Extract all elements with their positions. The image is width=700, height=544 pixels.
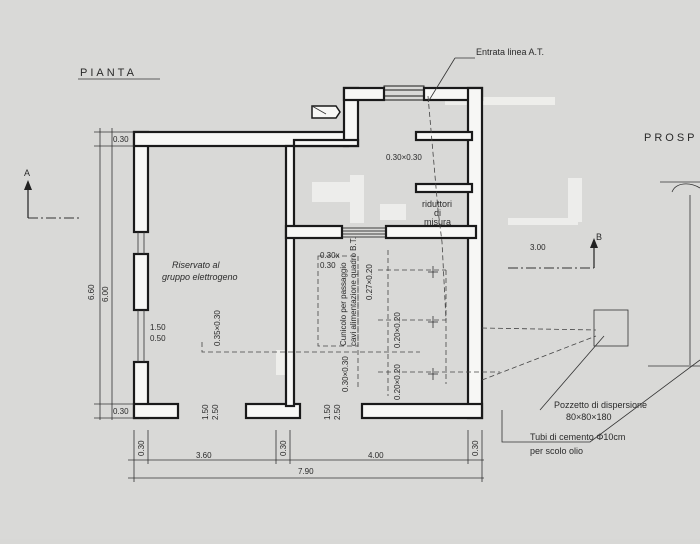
wall-bottom-left [132, 402, 180, 420]
wall-partition-horizontal-left [284, 224, 344, 240]
door-frame-b [341, 233, 387, 238]
section-a-label: A [24, 168, 30, 178]
dim-600: 6.00 [101, 286, 110, 302]
dim-bottom-360: 3.60 [196, 451, 212, 460]
cunicolo-label-1: Cunicolo per passaggio [339, 262, 348, 346]
pozzetto-leader [539, 335, 605, 411]
dim-150-c: 1.50 [323, 404, 332, 420]
cunicolo-label-2: cavi alimentazione quadro B.T. [349, 237, 358, 346]
shelf-1 [414, 130, 474, 142]
dim-bottom-030-2: 0.30 [279, 440, 288, 456]
dim-bottom-790: 7.90 [298, 467, 314, 476]
entrata-leader-line [427, 57, 456, 103]
wall-bottom-right [360, 402, 484, 420]
tubi-label-2: per scolo olio [530, 446, 583, 456]
trench-outlines [201, 250, 597, 396]
elevation-title: PROSP [644, 132, 698, 144]
entrata-label: Entrata linea A.T. [476, 47, 544, 57]
wall-tower-top-left [342, 86, 386, 102]
pozzetto-label: Pozzetto di dispersione [554, 400, 647, 410]
section-a-marker: A [24, 168, 80, 219]
shelf-2 [414, 182, 474, 194]
plan-title: PIANTA [80, 67, 137, 79]
riduttori-label-2: di [434, 208, 441, 218]
dim-030-vert: 0.30×0.30 [341, 356, 350, 392]
dim-150-b: 1.50 [201, 404, 210, 420]
left-dimension-lines [94, 128, 134, 420]
wall-stub-top [292, 138, 360, 148]
dim-250-c: 2.50 [333, 404, 342, 420]
dim-bottom-030-1: 0.30 [137, 440, 146, 456]
bottom-dimension-lines [128, 430, 484, 482]
dim-bottom-400: 4.00 [368, 451, 384, 460]
dim-300-right: 3.00 [530, 243, 546, 252]
riduttori-label-3: misura [424, 217, 451, 227]
dim-030x-a: 0.30x [320, 251, 340, 260]
dim-030-top: 0.30 [113, 135, 129, 144]
dim-660: 6.60 [87, 284, 96, 300]
dim-035x030: 0.35×0.30 [213, 310, 222, 346]
dim-020x020-a: 0.20×0.20 [393, 312, 402, 348]
elevation-fragment [648, 181, 700, 367]
dim-050: 0.50 [150, 334, 166, 343]
left-window-lines [137, 232, 145, 362]
riservato-label-2: gruppo elettrogeno [162, 272, 238, 282]
entry-arrow-icon [311, 105, 341, 119]
wall-partition-horizontal-right [384, 224, 478, 240]
pozzetto-box [593, 309, 629, 347]
dim-030x030-top: 0.30×0.30 [386, 153, 422, 162]
section-b-marker: B 3.00 [508, 232, 602, 269]
dim-030-bot: 0.30 [113, 407, 129, 416]
dim-027x020: 0.27×0.20 [365, 264, 374, 300]
wall-left-mid [132, 252, 150, 312]
dim-150: 1.50 [150, 323, 166, 332]
section-b-label: B [596, 232, 602, 242]
dim-020x020-b: 0.20×0.20 [393, 364, 402, 400]
cable-trench-dashed [427, 95, 447, 321]
entrance-frame-inner [383, 95, 425, 101]
pozzetto-size: 80×80×180 [566, 412, 612, 422]
wall-partition-vertical [284, 144, 296, 408]
wall-bottom-mid [244, 402, 302, 420]
dim-250-b: 2.50 [211, 404, 220, 420]
building-walls [132, 85, 484, 420]
dim-bottom-030-3: 0.30 [471, 440, 480, 456]
tubi-leader [501, 359, 700, 443]
entrance-frame-outer [383, 85, 425, 91]
riduttori-label-1: riduttori [422, 199, 452, 209]
tubi-label-1: Tubi di cemento Φ10cm [530, 432, 625, 442]
riservato-label-1: Riservato al [172, 260, 221, 270]
door-frame-a [341, 227, 387, 232]
ground-markers [428, 266, 438, 380]
dim-030x-b: 0.30 [320, 261, 336, 270]
